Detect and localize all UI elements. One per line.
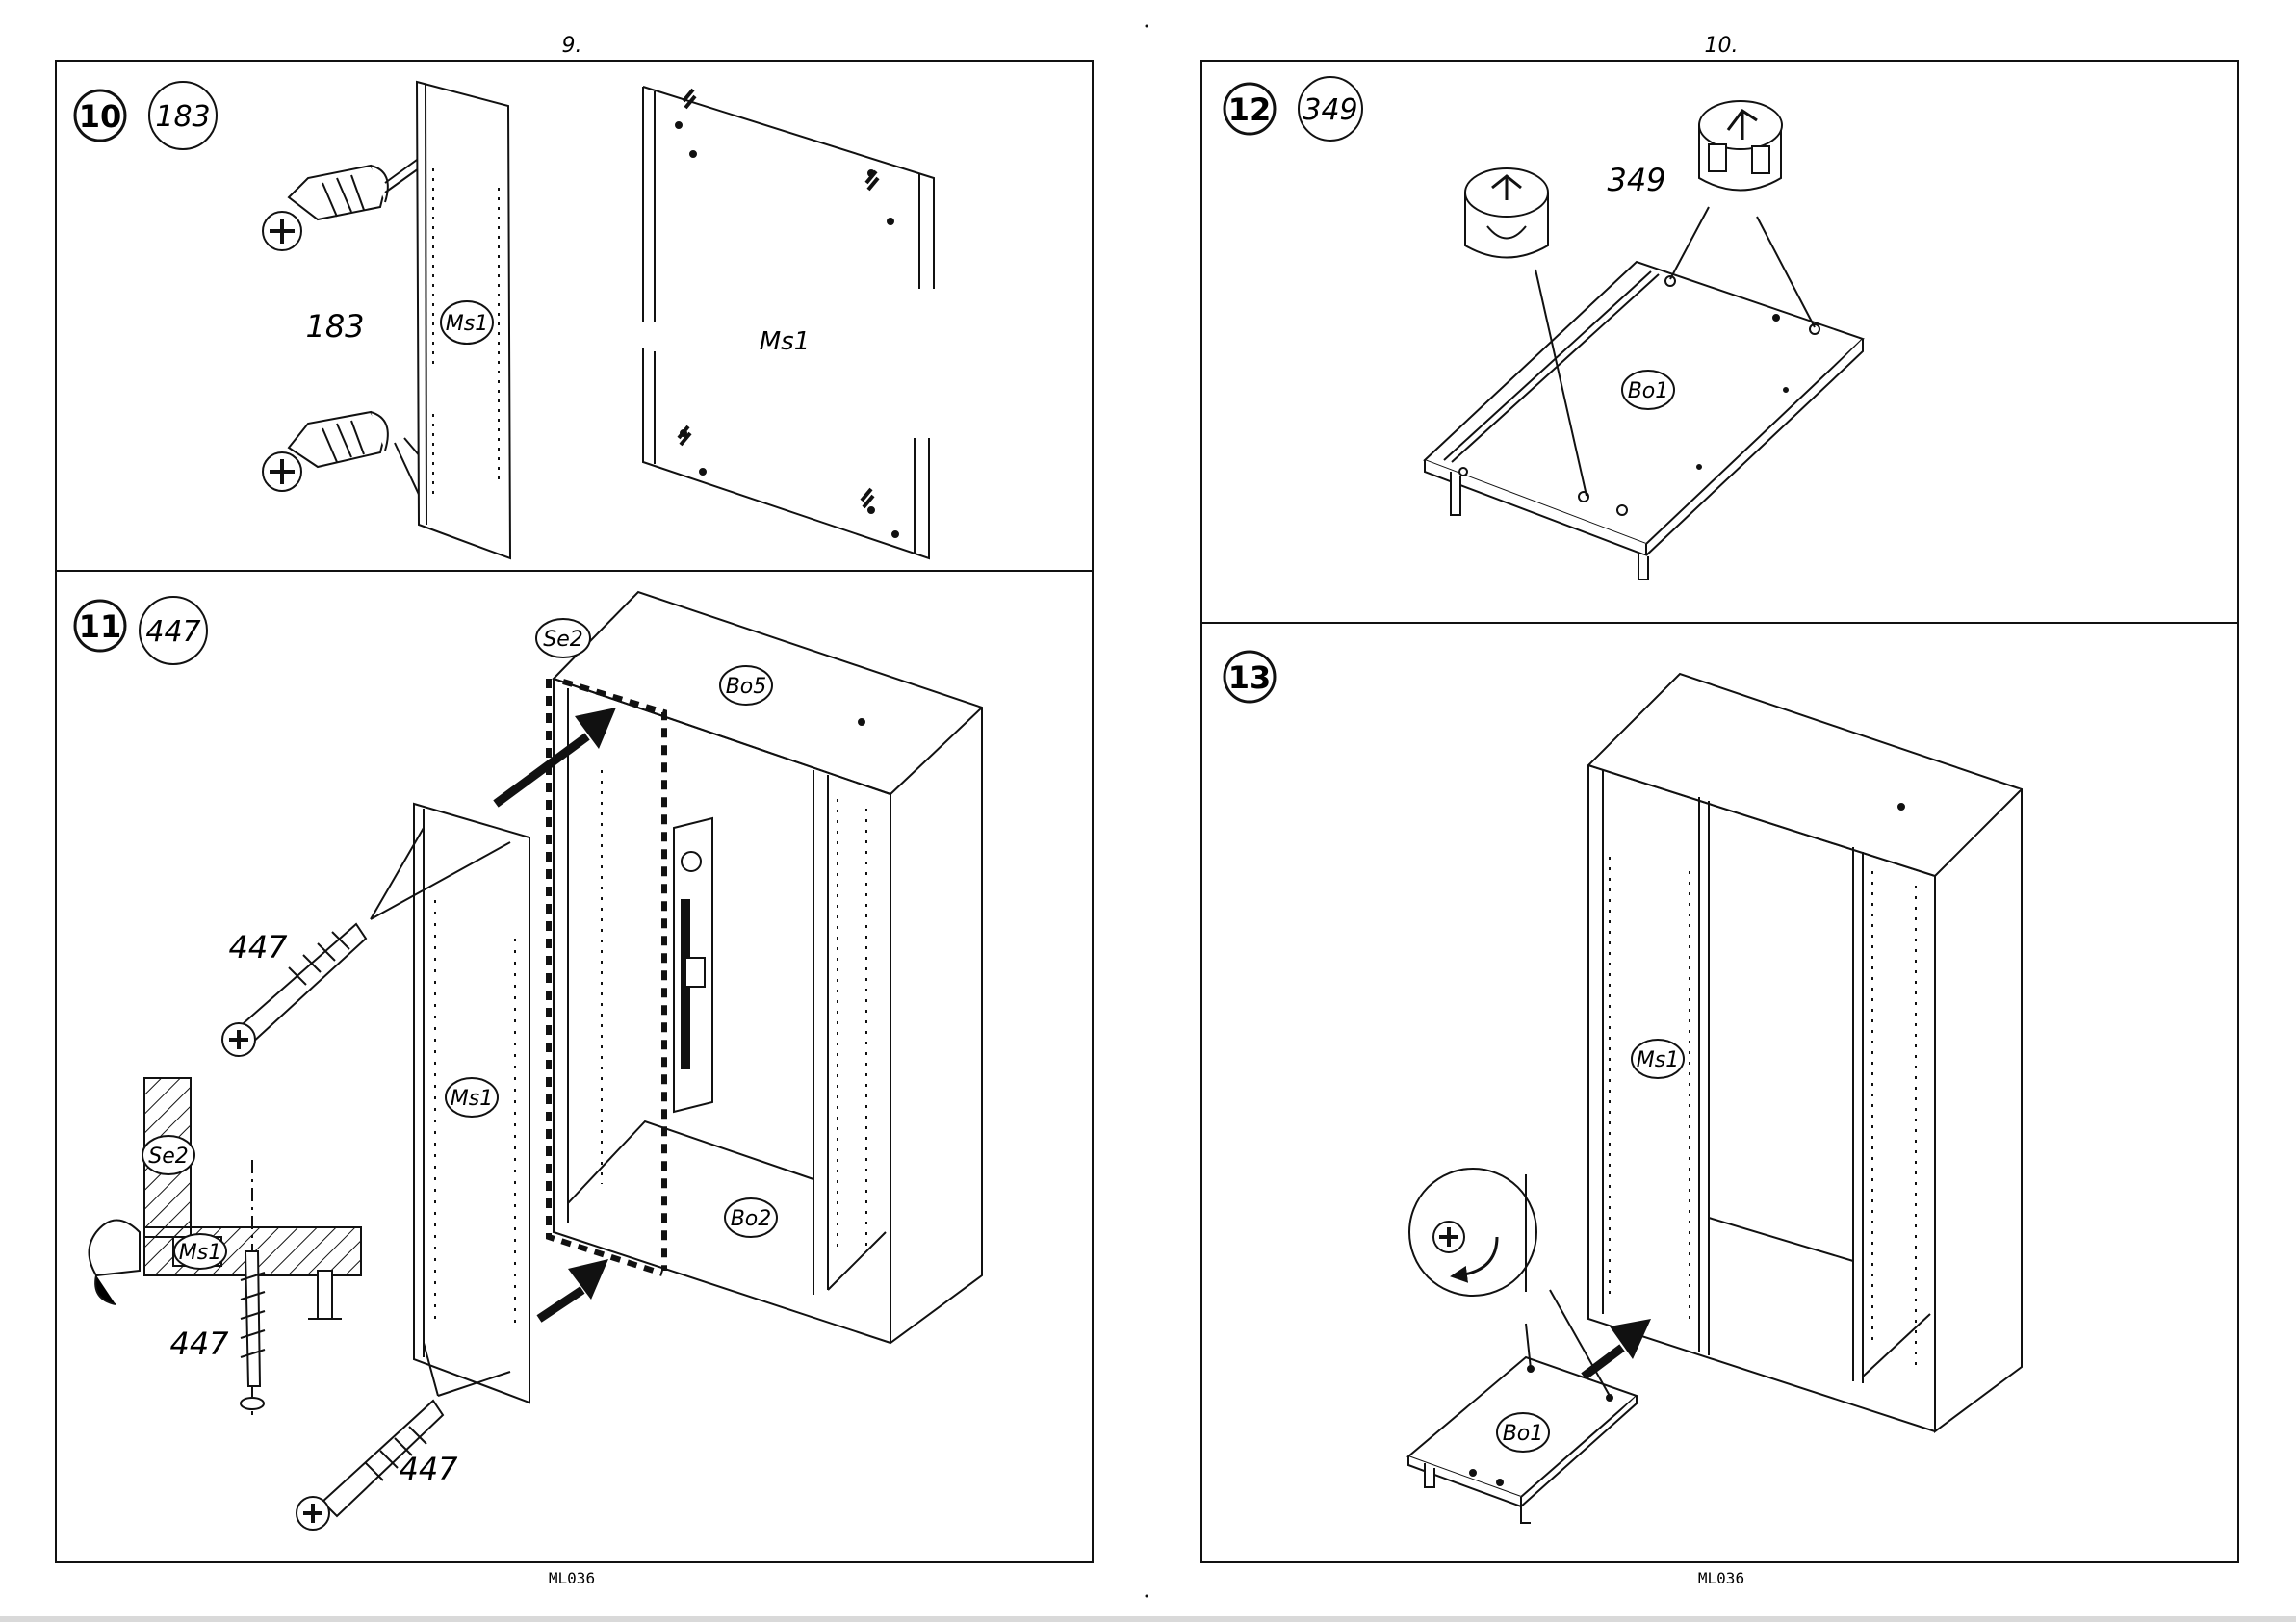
part-label: Ms1 — [1637, 1048, 1679, 1072]
part-label: Bo1 — [1628, 379, 1669, 403]
part-qty-label: 447 — [169, 1326, 229, 1362]
part-label: Bo2 — [731, 1207, 772, 1231]
registration-mark — [1146, 1595, 1148, 1598]
part-label: Se2 — [543, 628, 583, 652]
page-number: 10. — [1705, 34, 1739, 58]
step-10-panel: 10 183 — [75, 82, 934, 558]
part-qty-label: 183 — [155, 100, 210, 134]
part-qty-label: 447 — [145, 615, 200, 649]
registration-mark — [1146, 25, 1148, 28]
cam-lock-icon — [1699, 101, 1782, 191]
part-label: Bo5 — [726, 675, 767, 699]
base-board — [1408, 1290, 1637, 1523]
spirit-level-icon — [674, 818, 712, 1112]
detail-zoom-circle — [1409, 1169, 1536, 1296]
bottom-scroll-strip — [0, 1616, 2296, 1622]
part-label: Ms1 — [451, 1087, 493, 1111]
part-label: Bo1 — [1503, 1422, 1544, 1446]
step-number: 11 — [79, 608, 122, 645]
step-13-panel: 13 Ms1 — [1225, 652, 2022, 1523]
part-qty-label: 349 — [1303, 93, 1357, 127]
side-panel-large — [643, 87, 934, 558]
part-label: Ms1 — [446, 312, 488, 336]
cam-lock-icon — [1465, 168, 1548, 258]
part-qty-label: 183 — [305, 308, 364, 345]
part-qty-label: 447 — [228, 929, 288, 965]
step-number: 13 — [1228, 659, 1272, 696]
step-12-panel: 12 349 349 — [1225, 77, 1863, 579]
step-number: 12 — [1228, 91, 1272, 128]
part-qty-label: 349 — [1607, 162, 1665, 198]
part-qty-label: 447 — [399, 1451, 458, 1487]
step-11-panel: 11 447 — [75, 592, 982, 1530]
part-label: Ms1 — [760, 327, 811, 356]
page-9: 9. ML036 10 183 — [56, 34, 1093, 1587]
footer-code: ML036 — [1698, 1569, 1744, 1587]
page-number: 9. — [562, 34, 582, 58]
part-label: Se2 — [148, 1145, 189, 1169]
page-10: 10. ML036 12 349 349 — [1201, 34, 2238, 1587]
part-label: Ms1 — [179, 1241, 221, 1265]
footer-code: ML036 — [549, 1569, 595, 1587]
step-number: 10 — [79, 98, 122, 135]
